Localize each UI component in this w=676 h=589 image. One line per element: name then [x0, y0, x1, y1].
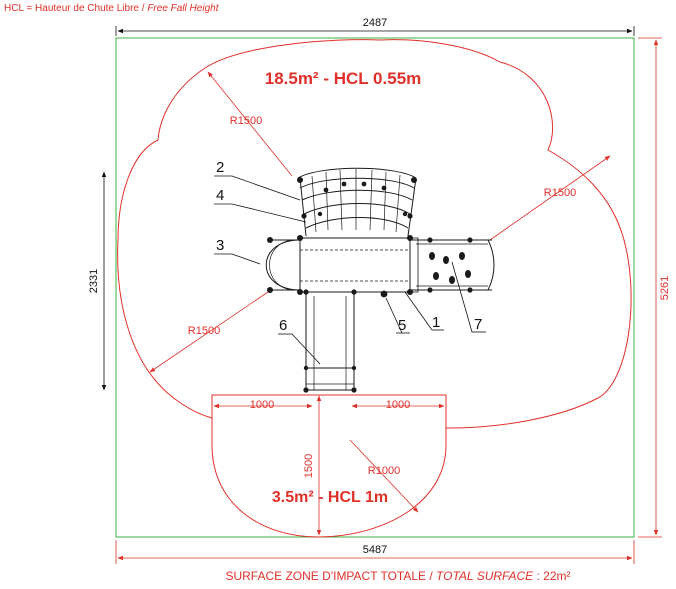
roof-fan [297, 167, 417, 237]
boundary-rectangle [115, 37, 635, 538]
total-width-dimension: 5487 [115, 540, 635, 564]
callout-1: 1 [404, 291, 444, 331]
upper-impact-zone-outline [117, 39, 632, 429]
radius-slide-label: R1000 [368, 465, 400, 477]
play-structure [265, 167, 495, 391]
total-width-label: 5487 [363, 544, 387, 556]
right-height-dimension: 5261 [638, 37, 671, 538]
lower-zone-title: 3.5m² - HCL 1m [272, 489, 388, 506]
slide-right-dimension: 1000 [351, 399, 445, 411]
slide-left-label: 1000 [250, 399, 274, 411]
climbing-holds [429, 252, 471, 284]
callout-4: 4 [214, 187, 307, 223]
slide-impact-zone-outline [211, 395, 447, 538]
top-width-dimension: 2487 [115, 17, 635, 36]
slide-length-dimension: 1500 [303, 395, 322, 536]
radius-right: R1500 [489, 155, 611, 241]
right-height-label: 5261 [659, 276, 671, 300]
svg-text:6: 6 [279, 317, 287, 334]
slide [305, 291, 355, 391]
svg-text:1: 1 [432, 314, 440, 331]
svg-text:4: 4 [216, 187, 224, 204]
callout-5: 5 [385, 297, 410, 334]
svg-text:3: 3 [216, 237, 224, 254]
callout-6: 6 [278, 317, 321, 365]
radius-lower-left: R1500 [149, 291, 269, 373]
total-surface-caption: SURFACE ZONE D'IMPACT TOTALE / TOTAL SUR… [225, 569, 570, 583]
slide-left-dimension: 1000 [213, 399, 313, 411]
radius-upper-left-label: R1500 [230, 115, 262, 127]
left-height-dimension: 2331 [88, 171, 107, 391]
radius-upper-left: R1500 [207, 71, 293, 177]
svg-text:7: 7 [474, 316, 482, 333]
main-tube [265, 237, 411, 293]
upper-zone-title: 18.5m² - HCL 0.55m [265, 69, 422, 88]
callout-2: 2 [214, 159, 301, 201]
callout-7: 7 [451, 261, 486, 333]
slide-length-label: 1500 [303, 454, 315, 478]
right-tunnel [409, 237, 495, 293]
svg-text:2: 2 [216, 159, 224, 176]
radius-right-label: R1500 [544, 187, 576, 199]
structure-bolts [267, 177, 473, 393]
hcl-definition: HCL = Hauteur de Chute Libre / Free Fall… [4, 3, 220, 14]
top-width-label: 2487 [363, 17, 387, 29]
left-height-label: 2331 [88, 269, 100, 293]
callout-3: 3 [214, 237, 261, 265]
radius-slide: R1000 [349, 439, 419, 513]
radius-lower-left-label: R1500 [188, 325, 220, 337]
slide-right-label: 1000 [386, 399, 410, 411]
svg-text:5: 5 [398, 317, 406, 334]
